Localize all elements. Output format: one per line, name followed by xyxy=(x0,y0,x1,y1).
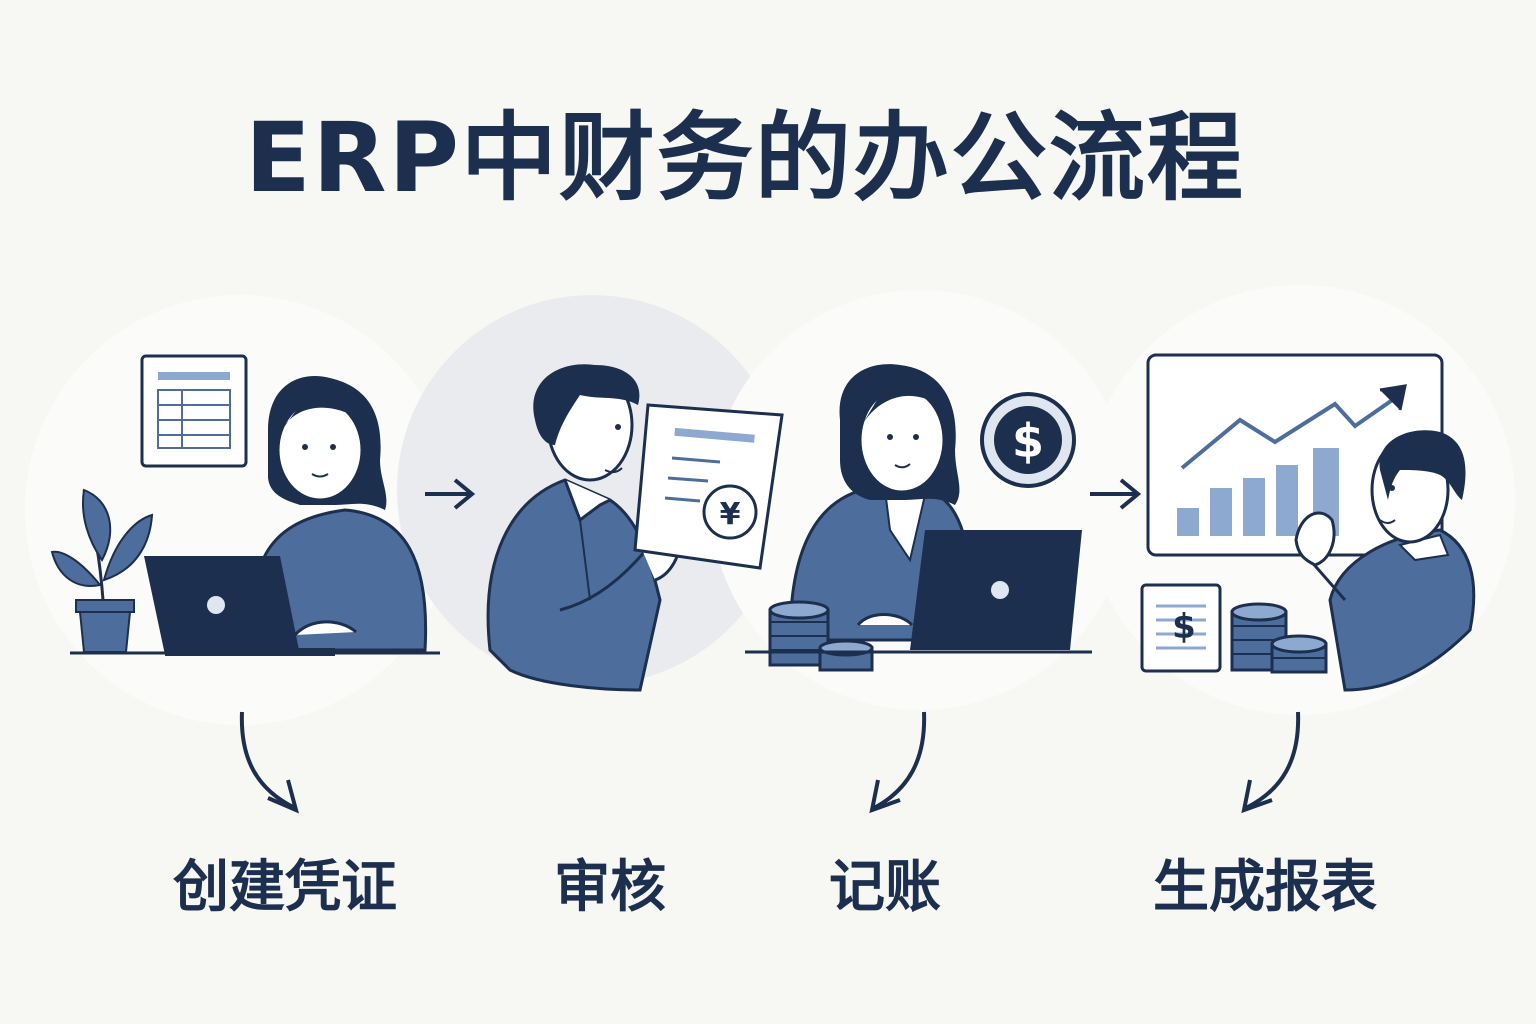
woman-figure xyxy=(251,375,428,652)
arrow-step-3-to-4 xyxy=(1090,478,1142,510)
curved-arrow-step-1 xyxy=(239,711,296,810)
laptop-icon xyxy=(910,530,1082,650)
curved-arrow-step-3 xyxy=(873,711,927,810)
diagram-title: ERP中财务的办公流程 xyxy=(245,102,1245,214)
man-figure xyxy=(486,364,682,692)
invoice-dollar-symbol: $ xyxy=(1172,607,1196,647)
man-figure xyxy=(1294,430,1476,692)
yuan-symbol: ¥ xyxy=(720,497,741,532)
step-label-create-voucher: 创建凭证 xyxy=(173,855,397,920)
coin-stack-icon xyxy=(1230,602,1328,674)
curved-arrow-step-4 xyxy=(1245,711,1301,810)
woman-figure xyxy=(788,364,973,642)
step-4-illustration: $ xyxy=(1140,353,1476,692)
invoice-icon: $ xyxy=(1140,583,1222,673)
potted-plant-icon xyxy=(50,488,154,653)
step-label-generate-report: 生成报表 xyxy=(1153,855,1377,920)
arrowhead-step-1 xyxy=(267,779,299,814)
dollar-symbol: $ xyxy=(1012,414,1044,468)
step-label-bookkeeping: 记账 xyxy=(829,855,941,920)
spreadsheet-icon xyxy=(140,354,248,468)
document-icon: ¥ xyxy=(633,403,784,570)
arrowhead-step-3 xyxy=(869,779,901,814)
arrowhead-step-4 xyxy=(1241,779,1273,814)
arrow-step-1-to-2 xyxy=(425,478,476,510)
coin-stack-icon xyxy=(768,600,874,672)
dollar-coin-icon: $ xyxy=(978,390,1078,490)
step-label-review: 审核 xyxy=(554,855,666,920)
step-1-illustration xyxy=(50,354,440,656)
step-3-illustration: $ xyxy=(745,364,1092,672)
step-2-illustration: ¥ xyxy=(486,364,784,692)
